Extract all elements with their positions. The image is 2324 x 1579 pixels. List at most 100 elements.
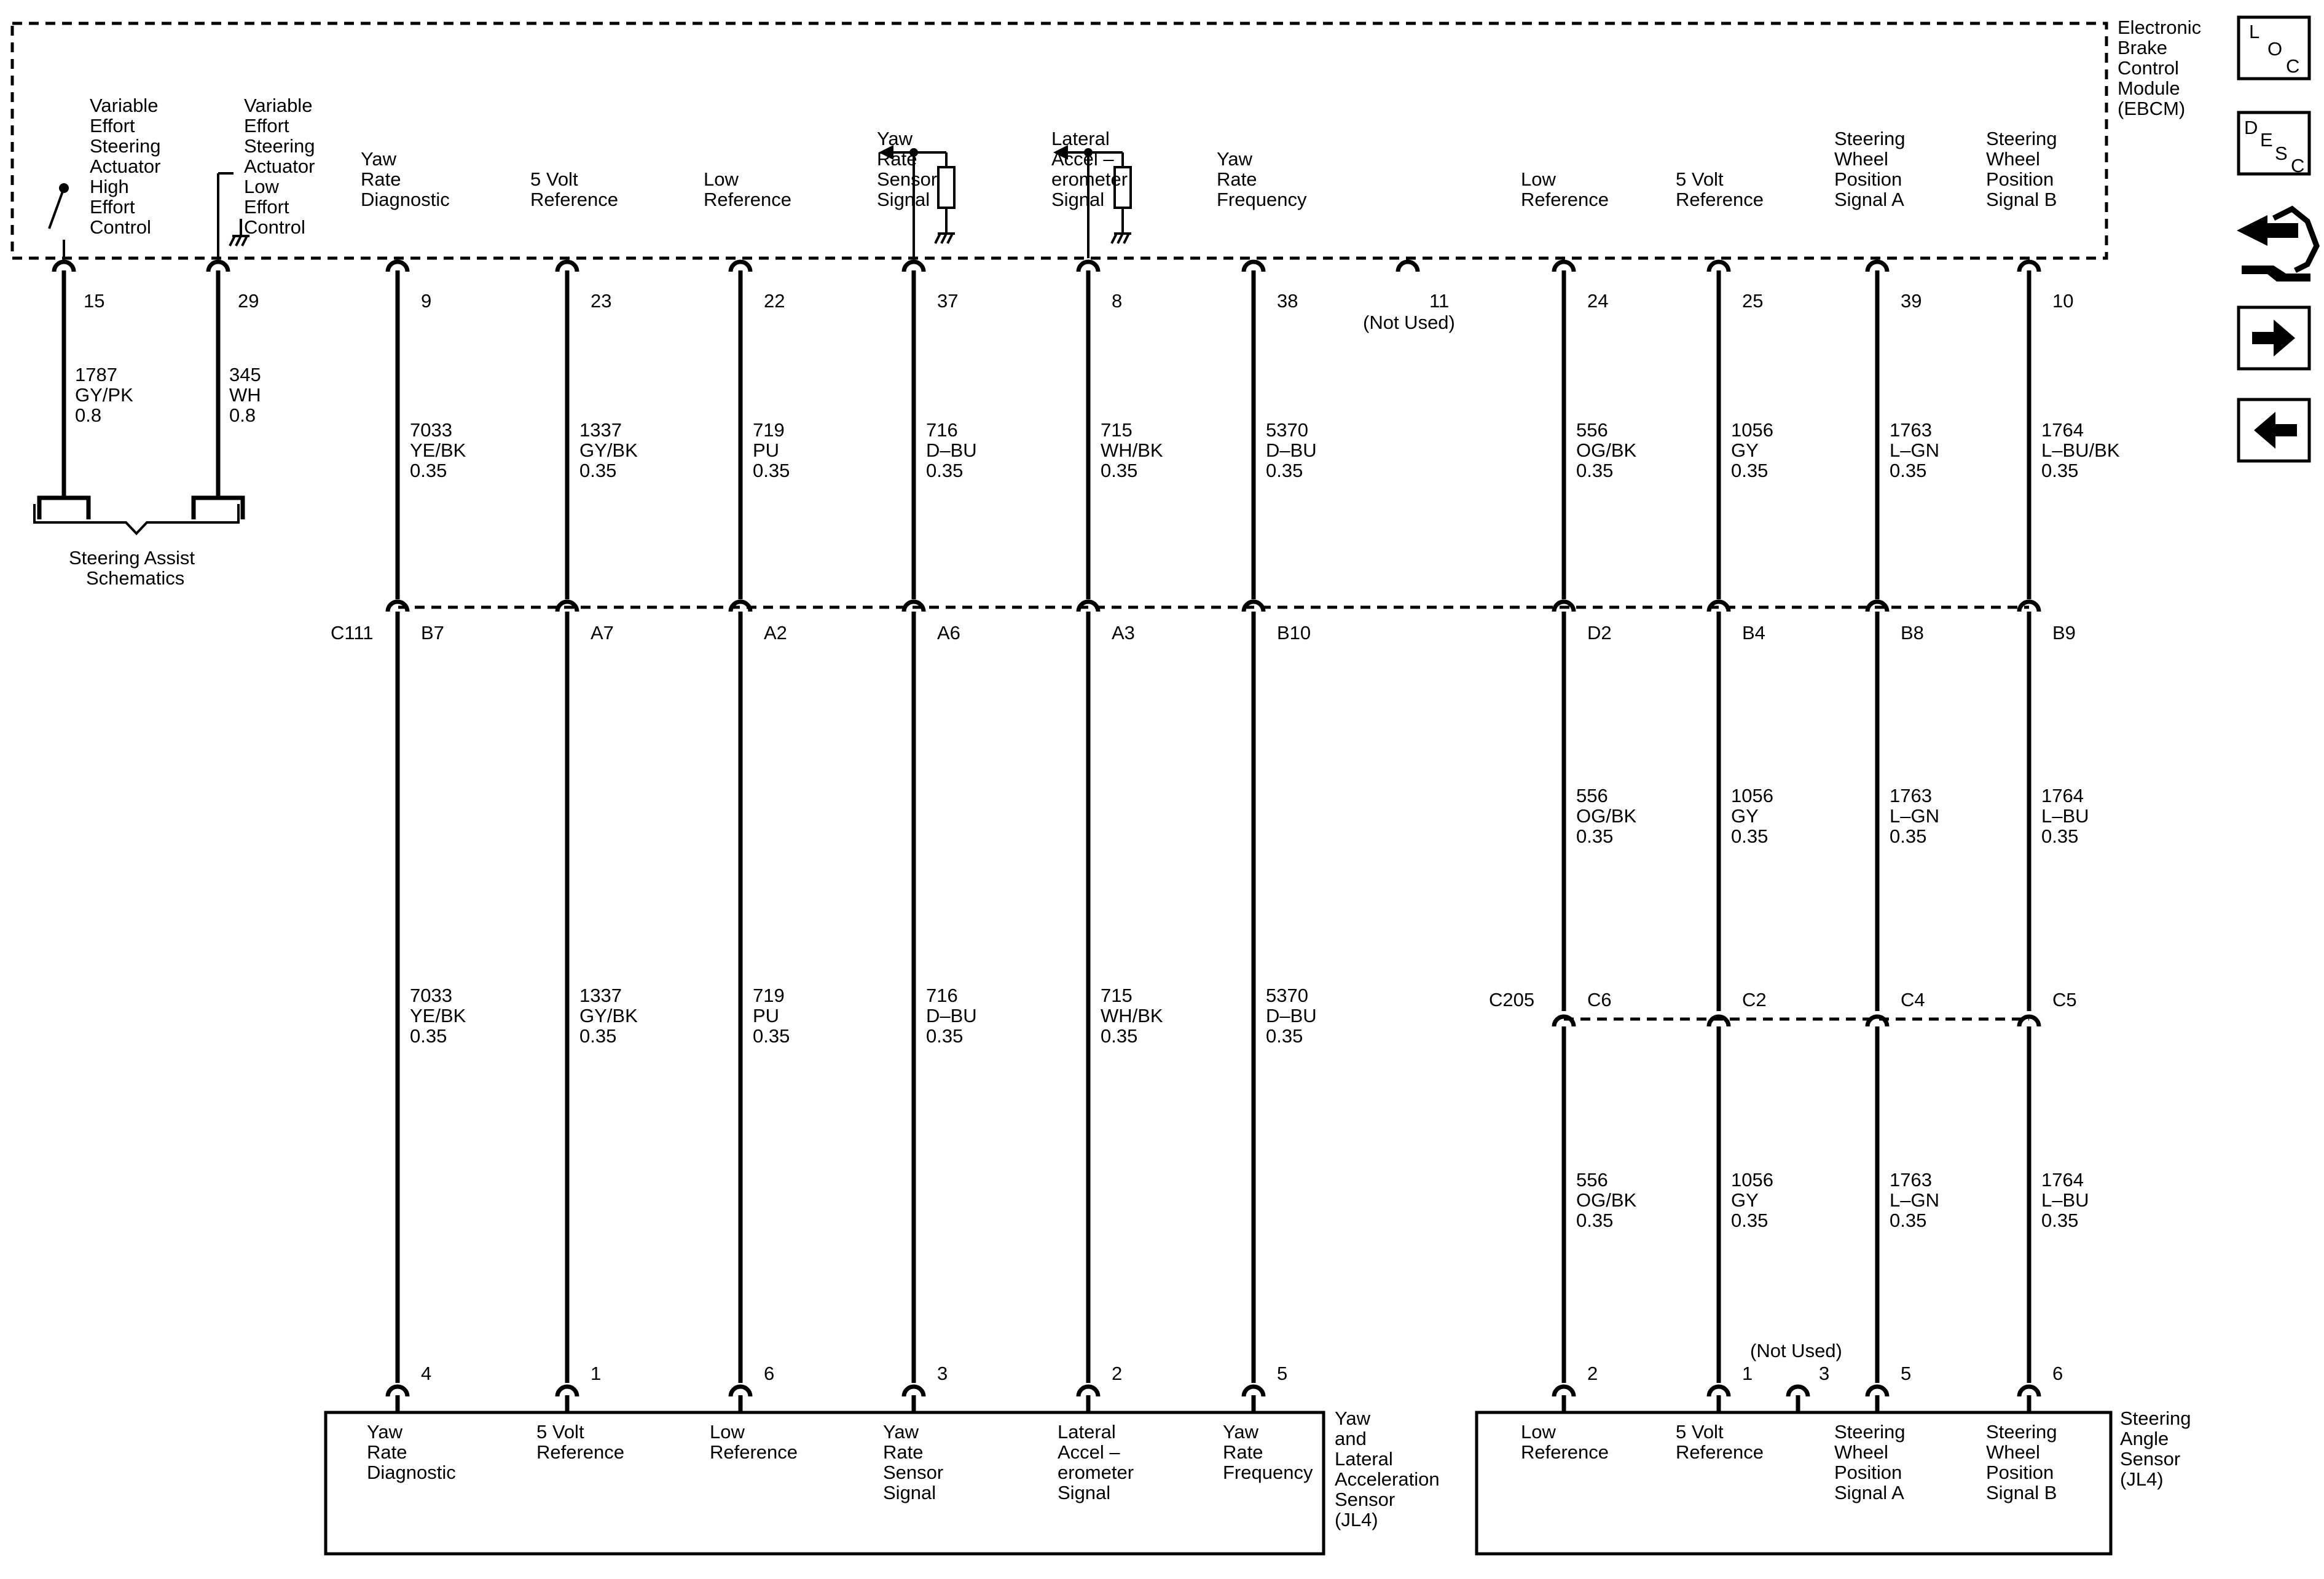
desc-letter-s: S	[2275, 143, 2288, 164]
steering-assist-line: Schematics	[86, 567, 184, 589]
ebcm-pin-number: 22	[764, 290, 785, 312]
sensor-pin-label: 5 Volt	[536, 1421, 584, 1443]
ebcm-title-line: Control	[2118, 57, 2179, 79]
wire-spec-line: GY	[1731, 805, 1759, 827]
ebcm-circuit-label: Rate	[877, 148, 917, 170]
c111-pin-symbol	[1076, 599, 1101, 612]
ebcm-circuit-label: Position	[1986, 168, 2054, 190]
sensor-pin-label: Reference	[1521, 1441, 1609, 1463]
c111-pin-symbol	[1865, 599, 1890, 612]
ebcm-pin-symbol	[728, 259, 753, 272]
wire-spec-line: GY	[1731, 1189, 1759, 1211]
sensor-pin-symbol	[2017, 1384, 2041, 1397]
ebcm-circuit-label: Reference	[1676, 189, 1764, 210]
ebcm-title-line: Brake	[2118, 37, 2167, 58]
c111-pin-symbol	[728, 599, 753, 612]
actuator-label-line: Low	[244, 176, 279, 197]
sensor-pin-label: Signal B	[1986, 1482, 2057, 1503]
c111-pin-symbol	[2017, 599, 2041, 612]
ebcm-pin-number: 24	[1587, 290, 1608, 312]
wire-spec-line: 1763	[1890, 1169, 1932, 1191]
wire-spec-line: PU	[753, 439, 779, 461]
sensor-pin-label: Frequency	[1223, 1462, 1313, 1483]
c111-pin-symbol	[901, 599, 926, 612]
wire-spec-line: 345	[229, 364, 261, 385]
desc-letter-e: E	[2260, 129, 2273, 151]
sensor-pin-label: Yaw	[883, 1421, 919, 1443]
wire-spec-line: 716	[926, 419, 958, 441]
ebcm-pin-number: 37	[937, 290, 958, 312]
c111-pin-label: A3	[1112, 622, 1135, 644]
ebcm-circuit-label: Reference	[530, 189, 618, 210]
sensor-pin-label: Lateral	[1058, 1421, 1116, 1443]
next-page-button[interactable]	[2237, 305, 2311, 371]
wire-spec-line: 0.35	[1890, 460, 1926, 481]
wire-spec-line: 1763	[1890, 419, 1932, 441]
wire-spec-line: L–GN	[1890, 439, 1939, 461]
actuator-label-line: Control	[90, 216, 151, 238]
wire-spec-line: GY/BK	[579, 439, 638, 461]
sensor-pin-number: 1	[1742, 1363, 1753, 1384]
wire-spec-line: WH	[229, 384, 261, 406]
wire-spec-line: PU	[753, 1005, 779, 1026]
steering-angle-sensor-box	[1475, 1411, 2113, 1556]
wire-spec-line: 556	[1576, 419, 1608, 441]
yaw-rate-sensor-tap	[879, 145, 956, 258]
sensor-pin-label: Wheel	[1986, 1441, 2040, 1463]
steering-assist-terminal	[191, 495, 245, 519]
wire-spec-line: 556	[1576, 785, 1608, 806]
sensor-pin-symbol	[385, 1384, 410, 1397]
ebcm-title-line: Electronic	[2118, 17, 2201, 38]
labels-layer: VariableEffortSteeringActuatorHighEffort…	[75, 95, 2120, 1503]
c111-pin-label: B7	[421, 622, 444, 644]
ebcm-pin-number: 8	[1112, 290, 1122, 312]
wire-spec-line: 0.35	[579, 1025, 616, 1047]
wire-spec-line: 716	[926, 985, 958, 1006]
ebcm-circuit-label: 5 Volt	[530, 168, 578, 190]
actuator-label-line: Variable	[90, 95, 158, 116]
ebcm-circuit-label: Signal B	[1986, 189, 2057, 210]
ebcm-circuit-label: Low	[1521, 168, 1556, 190]
c111-pin-label: B9	[2052, 622, 2076, 644]
yaw-sensor-title-line: Acceleration	[1335, 1468, 1440, 1490]
c111-label: C111	[331, 622, 374, 644]
wire-spec-line: 1056	[1731, 419, 1773, 441]
wire-spec-line: 0.35	[1576, 1210, 1613, 1231]
c111-pin-symbol	[1241, 599, 1266, 612]
ebcm-pin-number: 15	[84, 290, 104, 312]
wire-spec-line: 0.35	[926, 1025, 963, 1047]
wire-spec-line: 1764	[2041, 419, 2084, 441]
wire-spec-line: 0.35	[2041, 460, 2078, 481]
ebcm-circuit-label: Frequency	[1217, 189, 1307, 210]
ebcm-circuit-label: Rate	[361, 168, 401, 190]
ebcm-pin-symbol	[1552, 259, 1576, 272]
wire-spec-line: 0.35	[1576, 825, 1613, 847]
ebcm-circuit-label: Yaw	[877, 128, 913, 149]
c111-pin-symbol	[555, 599, 579, 612]
sensor-pin-symbol	[555, 1384, 579, 1397]
ebcm-pin-symbol	[555, 259, 579, 272]
sensor-pin-symbol	[728, 1384, 753, 1397]
wire-spec-line: 0.35	[410, 460, 447, 481]
wire-spec-line: 0.35	[753, 1025, 790, 1047]
sensor-pin-number: 3	[1819, 1363, 1829, 1384]
desc-button[interactable]: D E S C	[2237, 111, 2311, 176]
c111-pin-symbol	[1706, 599, 1731, 612]
low-effort-switch-icon	[217, 172, 249, 258]
loc-letter-o: O	[2267, 38, 2282, 60]
sensor-pin-label: Signal A	[1834, 1482, 1904, 1503]
ebcm-pin-number: 9	[421, 290, 431, 312]
yaw-sensor-title-line: Yaw	[1335, 1408, 1371, 1429]
wire-spec-line: 1764	[2041, 1169, 2084, 1191]
connector-repair-icon[interactable]	[2237, 205, 2320, 282]
c111-pin-label: B10	[1277, 622, 1311, 644]
sensor-pin-symbol	[1706, 1384, 1731, 1397]
wire-spec-line: D–BU	[926, 1005, 977, 1026]
c111-pin-symbol	[1552, 599, 1576, 612]
prev-page-button[interactable]	[2237, 398, 2311, 463]
actuator-label-line: Effort	[244, 115, 289, 136]
wire-spec-line: GY	[1731, 439, 1759, 461]
angle-sensor-title-line: Steering	[2120, 1408, 2191, 1429]
loc-button[interactable]: L O C	[2237, 15, 2311, 81]
